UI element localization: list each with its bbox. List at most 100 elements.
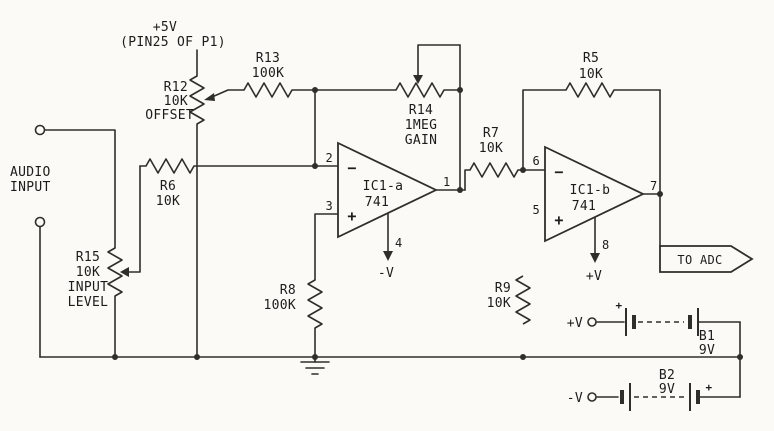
junction-dot: [520, 354, 526, 360]
r15-role-2: LEVEL: [68, 295, 109, 310]
ic1b-plus-sign: +: [554, 211, 563, 229]
resistor-r14-symbol: [395, 82, 445, 98]
pin4-arrowhead: [383, 251, 393, 261]
wire-pin3-to-r8: [314, 213, 339, 281]
audio-input-terminal-bottom: [34, 216, 46, 228]
ic1a-part: 741: [365, 195, 389, 210]
r7-ref: R7: [483, 126, 499, 141]
wire-r5-tap: [522, 89, 567, 171]
r14-wiper-arrowhead: [413, 75, 423, 84]
resistor-r9: R9 10K: [487, 275, 531, 325]
wires: [39, 44, 741, 398]
opamp-ic1a: − + IC1-a 741 2 3 1 4 -V: [325, 141, 451, 281]
resistor-r6-symbol: [145, 158, 195, 174]
resistor-r8: R8 100K: [263, 279, 323, 329]
resistor-r14-gain-pot: R14 1MEG GAIN: [395, 82, 445, 148]
resistor-r7: R7 10K: [469, 126, 519, 178]
ic1b-pos-supply-label: +V: [586, 269, 602, 284]
r5-ref: R5: [583, 51, 599, 66]
junction-dot: [312, 163, 318, 169]
junction-dot: [194, 354, 200, 360]
b2-terminal-label: -V: [567, 391, 583, 406]
b2-ref: B2: [659, 368, 675, 383]
r6-value: 10K: [156, 194, 180, 209]
b1-value: 9V: [699, 343, 715, 358]
supply-5v-text: +5V: [153, 20, 177, 35]
b1-terminal-label: +V: [567, 316, 583, 331]
b2-terminal: [587, 392, 597, 402]
resistor-r12-symbol: [189, 75, 205, 125]
resistor-r12-offset-pot: R12 10K OFFSET: [145, 75, 205, 125]
resistor-r5: R5 10K: [565, 51, 615, 98]
junction-dot: [520, 167, 526, 173]
junction-dot: [457, 187, 463, 193]
r12-wiper-arrowhead: [204, 93, 215, 101]
junction-dot: [457, 87, 463, 93]
opamp-ic1a-body: [337, 141, 439, 239]
audio-input-label-1: AUDIO: [10, 165, 51, 180]
r12-value: 10K: [164, 94, 188, 109]
r15-role-1: INPUT: [68, 280, 109, 295]
junction-dot: [737, 354, 743, 360]
supply-5v-label: +5V (PIN25 OF P1): [120, 20, 226, 50]
junction-dot: [657, 191, 663, 197]
r15-ref: R15: [76, 250, 100, 265]
ic1b-pin6-label: 6: [532, 154, 540, 168]
b2-value: 9V: [659, 382, 675, 397]
junction-dot: [112, 354, 118, 360]
resistor-r9-symbol: [515, 275, 531, 325]
r15-value: 10K: [76, 265, 100, 280]
wire-audio-top: [43, 129, 116, 249]
pin8-arrowhead: [590, 253, 600, 263]
supply-pin-text: (PIN25 OF P1): [120, 35, 226, 50]
ic1a-neg-supply-label: -V: [378, 266, 394, 281]
audio-input-label-2: INPUT: [10, 180, 51, 195]
ic1a-name: IC1-a: [363, 179, 404, 194]
resistor-r8-symbol: [307, 279, 323, 329]
junction-dot: [312, 87, 318, 93]
ic1a-minus-sign: −: [347, 159, 356, 177]
r5-value: 10K: [579, 67, 603, 82]
r13-value: 100K: [252, 66, 285, 81]
opamp-ic1b: − + IC1-b 741 6 5 7 8 +V: [532, 145, 658, 284]
r14-value: 1MEG: [405, 118, 438, 133]
battery-b2: -V + B2 9V: [567, 368, 712, 411]
to-adc-tag: TO ADC: [659, 245, 754, 273]
r7-value: 10K: [479, 141, 503, 156]
wire-r14-wiper-loop: [417, 44, 461, 77]
opamp-ic1b-body: [544, 145, 646, 243]
ic1a-pin4-label: 4: [395, 236, 403, 250]
ic1a-plus-sign: +: [347, 207, 356, 225]
ic1b-minus-sign: −: [554, 163, 563, 181]
wire-r12-wiper: [211, 89, 245, 98]
resistor-r15-symbol: [107, 247, 123, 297]
r14-ref: R14: [409, 103, 433, 118]
r6-ref: R6: [160, 179, 176, 194]
ground-icon: [300, 356, 330, 375]
ic1b-pin7-label: 7: [650, 179, 658, 193]
resistor-r13-symbol: [243, 82, 293, 98]
r8-ref: R8: [280, 283, 296, 298]
r15-wiper-arrowhead: [120, 267, 129, 277]
resistor-r13: R13 100K: [243, 51, 293, 98]
audio-input: AUDIO INPUT: [10, 124, 51, 228]
r12-ref: R12: [164, 80, 188, 95]
ic1a-pin1-label: 1: [443, 175, 451, 189]
b1-ref: B1: [699, 329, 715, 344]
wire-r15-wiper: [127, 165, 141, 273]
to-adc-label: TO ADC: [677, 253, 722, 267]
wire-output-jog: [464, 169, 471, 191]
audio-input-terminal-top: [34, 124, 46, 136]
r8-value: 100K: [263, 298, 296, 313]
r9-value: 10K: [487, 296, 511, 311]
ic1b-part: 741: [572, 199, 596, 214]
resistor-r15-input-level-pot: R15 10K INPUT LEVEL: [68, 247, 123, 310]
resistor-r5-symbol: [565, 82, 615, 98]
ic1a-pin3-label: 3: [325, 199, 333, 213]
b1-terminal: [587, 317, 597, 327]
r14-role: GAIN: [405, 133, 438, 148]
ic1b-pin5-label: 5: [532, 203, 540, 217]
ic1a-pin2-label: 2: [325, 151, 333, 165]
